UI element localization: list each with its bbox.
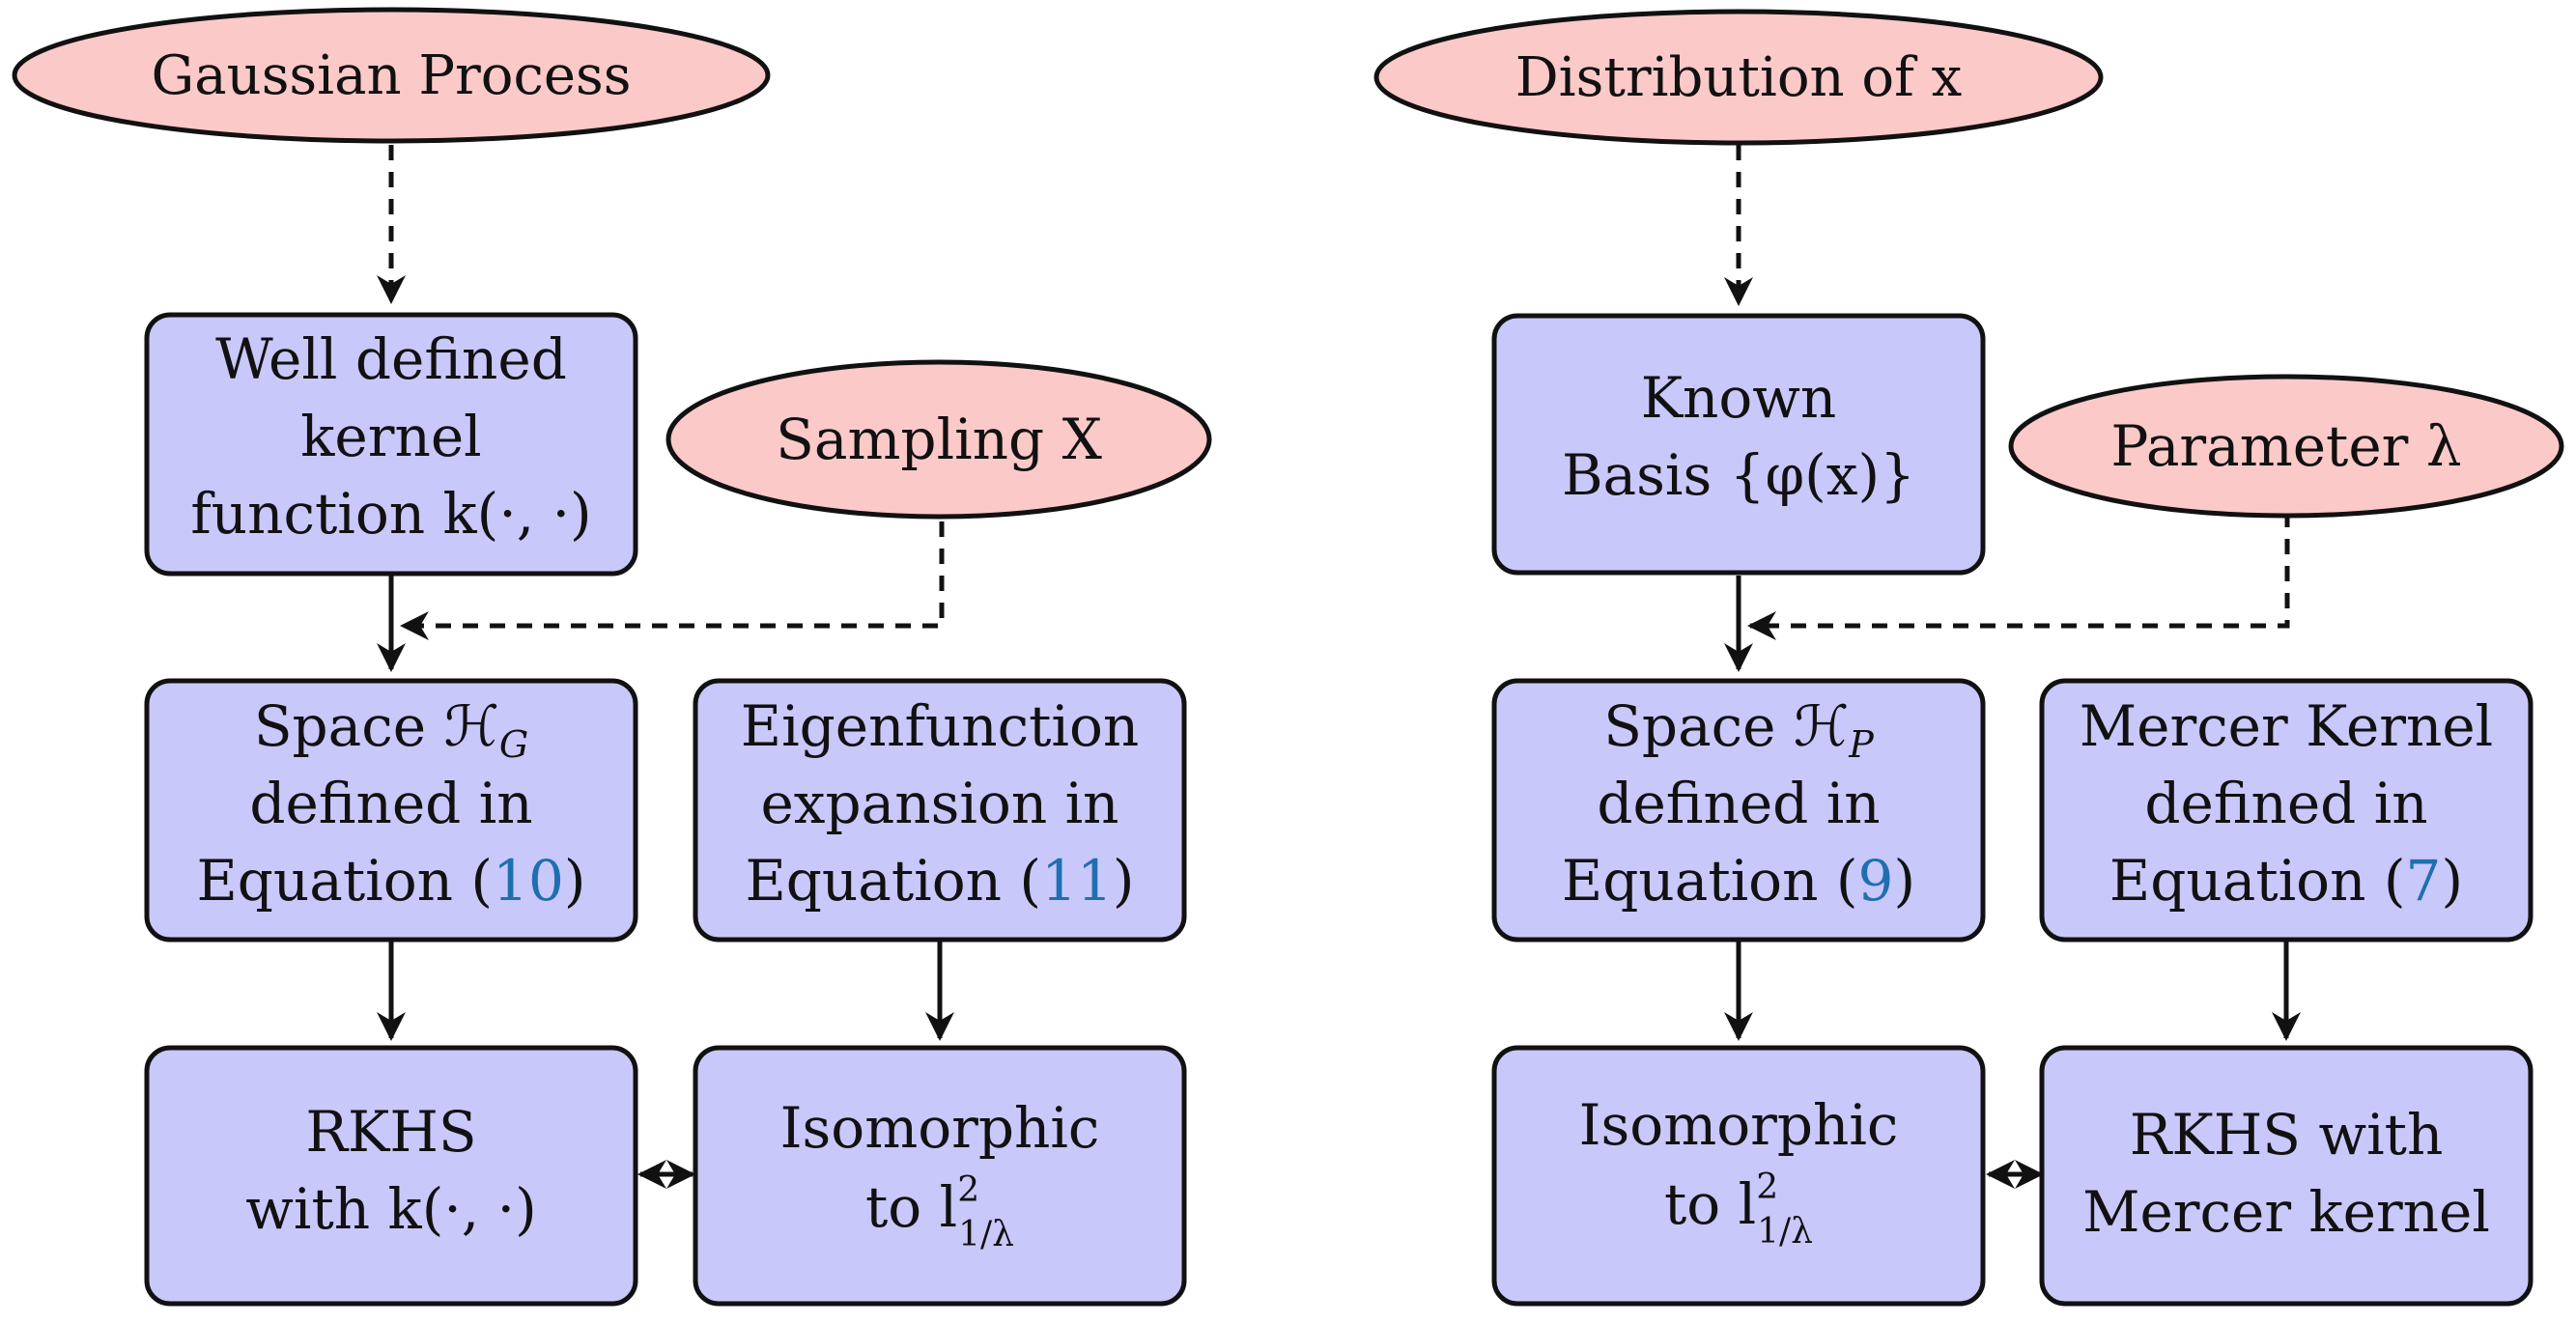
distribution-node: Distribution of x [1373, 9, 2104, 146]
rkhs-kernel-box: RKHS with k(·, ·) [144, 1045, 638, 1307]
space-hg-box: Space ℋG defined in Equation (10) [144, 678, 638, 943]
space-hp-line1: Space ℋP [1603, 693, 1875, 766]
known-basis-box: Known Basis {φ(x)} [1491, 313, 1986, 576]
space-hg-line1: Space ℋG [254, 693, 528, 766]
kernel-box-line1: Well defined [215, 326, 567, 392]
arrow-parameter-to-space [1747, 512, 2290, 640]
kernel-function-box: Well defined kernel function k(·, ·) [144, 312, 638, 577]
kernel-box-line2: kernel [300, 404, 481, 469]
sampling-label: Sampling X [776, 407, 1102, 472]
space-hp-box: Space ℋP defined in Equation (9) [1491, 678, 1986, 943]
mercer-kernel-box: Mercer Kernel defined in Equation (7) [2039, 678, 2534, 943]
arrow-sampling-to-space [400, 521, 945, 640]
sampling-node: Sampling X [665, 359, 1212, 520]
basis-line1: Known [1641, 365, 1837, 431]
eigen-line1: Eigenfunction [741, 693, 1140, 759]
left-connectors [377, 145, 954, 1189]
kernel-box-line3: function k(·, ·) [190, 481, 591, 547]
space-hg-line2: defined in [249, 771, 532, 836]
rkhs-mercer-line1: RKHS with [2130, 1102, 2444, 1168]
equation-7-link[interactable]: 7 [2406, 848, 2442, 914]
eigenfunction-box: Eigenfunction expansion in Equation (11) [693, 678, 1187, 943]
mercer-line2: defined in [2144, 771, 2427, 836]
rkhs-line2: with k(·, ·) [245, 1176, 536, 1242]
parameter-label: Parameter λ [2110, 413, 2461, 479]
rkhs-mercer-box: RKHS with Mercer kernel [2039, 1045, 2534, 1307]
equation-11-link[interactable]: 11 [1041, 848, 1113, 914]
space-hg-line3: Equation (10) [196, 848, 585, 914]
right-diagram: Distribution of x Known Basis {φ(x)} Par… [1373, 9, 2564, 1307]
right-connectors [1724, 145, 2301, 1189]
iso-left-line1: Isomorphic [780, 1095, 1100, 1161]
gaussian-process-label: Gaussian Process [152, 44, 632, 107]
equation-9-link[interactable]: 9 [1858, 848, 1894, 914]
left-diagram: Gaussian Process Well defined kernel fun… [12, 7, 1212, 1307]
rkhs-mercer-line2: Mercer kernel [2082, 1179, 2490, 1245]
eigen-line3: Equation (11) [745, 848, 1134, 914]
equation-10-link[interactable]: 10 [493, 848, 564, 914]
basis-line2: Basis {φ(x)} [1562, 442, 1915, 508]
rkhs-line1: RKHS [305, 1099, 476, 1165]
mercer-line3: Equation (7) [2109, 848, 2463, 914]
distribution-label: Distribution of x [1515, 46, 1962, 109]
space-hp-line3: Equation (9) [1562, 848, 1915, 914]
eigen-line2: expansion in [760, 771, 1118, 836]
mercer-line1: Mercer Kernel [2080, 693, 2493, 759]
parameter-node: Parameter λ [2008, 374, 2564, 519]
iso-right-line1: Isomorphic [1579, 1092, 1899, 1158]
gaussian-process-node: Gaussian Process [12, 7, 771, 144]
space-hp-line2: defined in [1597, 771, 1880, 836]
